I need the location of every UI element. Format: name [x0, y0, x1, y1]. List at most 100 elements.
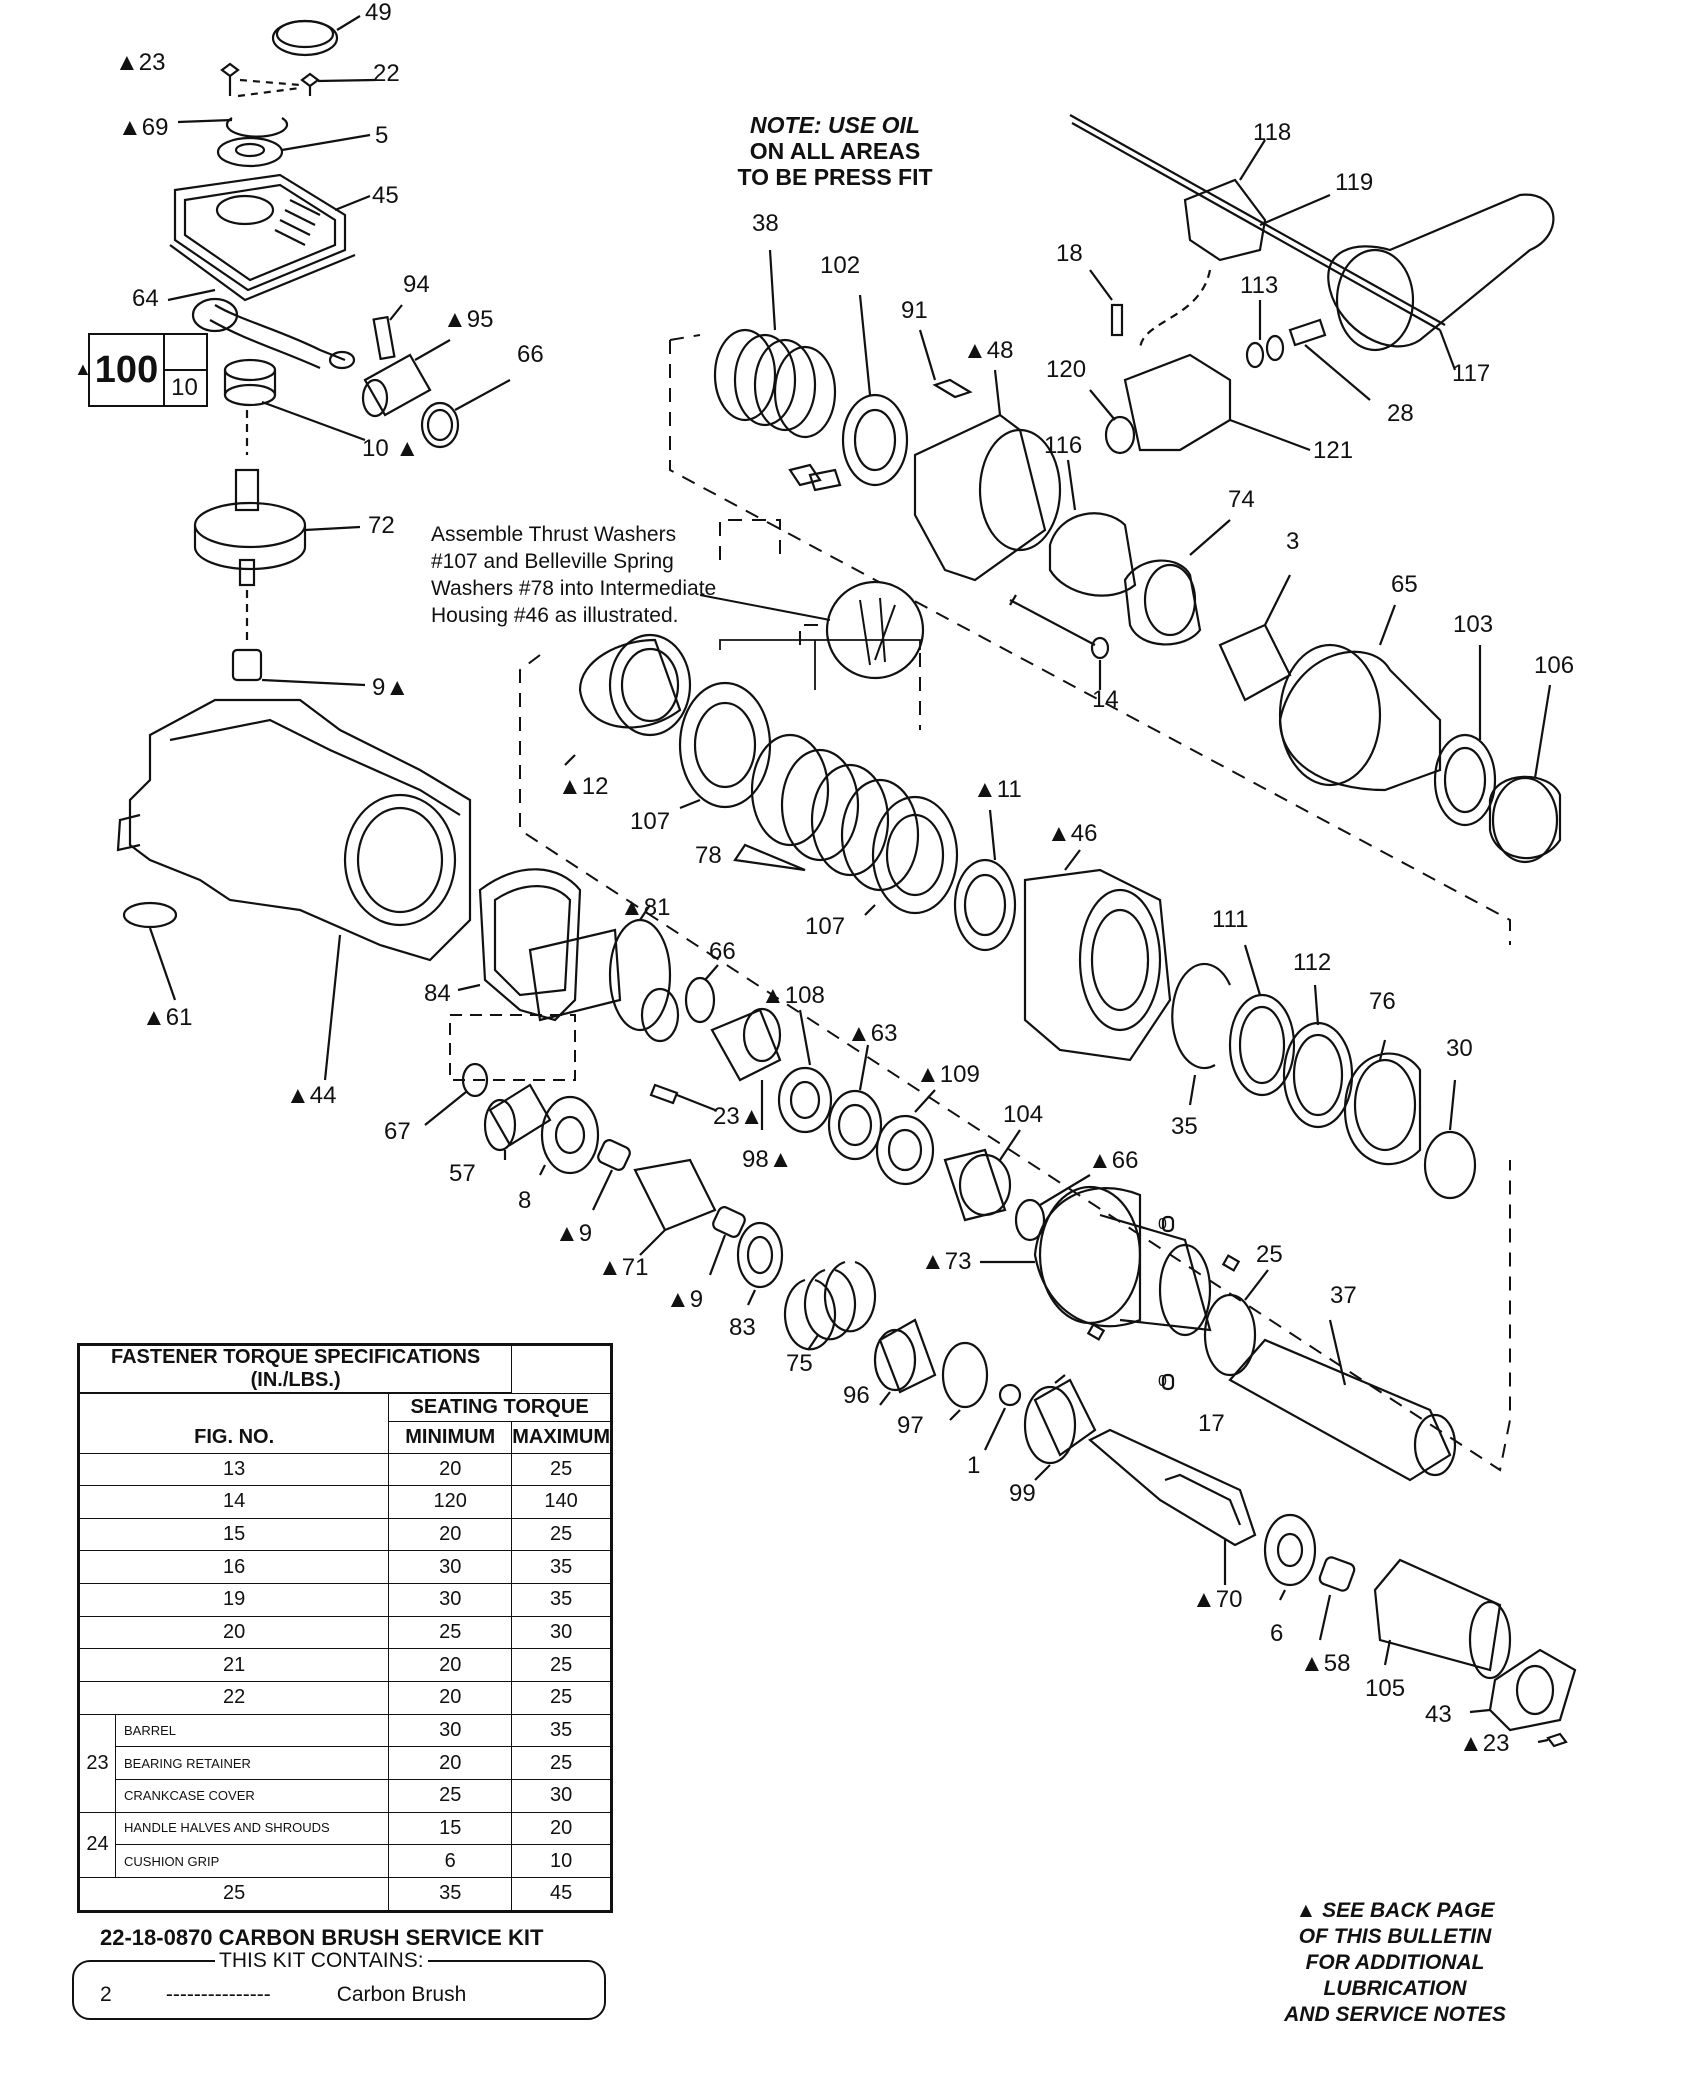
part-label: ▲69: [118, 114, 169, 141]
part-label: 75: [786, 1350, 813, 1377]
back-note-line-3: FOR ADDITIONAL: [1305, 1951, 1485, 1974]
table-row: 24 HANDLE HALVES AND SHROUDS 15 20: [78, 1811, 612, 1878]
part-37-spindle: [1228, 1338, 1452, 1482]
note-line-1: NOTE: USE OIL: [750, 112, 920, 138]
part-107-washer-b: [871, 795, 959, 915]
part-label: 106: [1534, 652, 1575, 679]
part-91-key: [932, 378, 973, 399]
part-label: 25: [1256, 1241, 1283, 1268]
part-label: 38: [752, 210, 779, 237]
part-label: 107: [805, 913, 846, 940]
fig-cell: 16: [77, 1550, 390, 1585]
part-83-washer: [736, 1221, 784, 1289]
note-line-3: TO BE PRESS FIT: [737, 164, 933, 190]
min-cell: 120: [388, 1485, 513, 1519]
part-5-bearing: [216, 136, 284, 168]
part-58-bearing: [1318, 1556, 1356, 1592]
sub-cell: HANDLE HALVES AND SHROUDS: [114, 1811, 390, 1846]
kit-title: 22-18-0870 CARBON BRUSH SERVICE KIT: [100, 1925, 544, 1950]
part-30-ring: [1423, 1130, 1477, 1200]
part-label: 49: [365, 0, 392, 26]
part-57-gear: [488, 1083, 552, 1147]
part-label: 102: [820, 252, 861, 279]
min-cell: 25: [388, 1778, 513, 1813]
part-label: 104: [1003, 1101, 1044, 1128]
part-label: ▲44: [286, 1082, 337, 1109]
kit-item-row: 2 --------------- Carbon Brush: [100, 1983, 466, 2007]
max-cell: 30: [511, 1778, 612, 1813]
part-label: 14: [1092, 686, 1119, 713]
part-78-springs: [750, 733, 920, 892]
part-108-washer: [777, 1066, 833, 1134]
part-104-anvil: [943, 1148, 1007, 1222]
min-cell: 25: [388, 1615, 513, 1650]
max-cell: 25: [511, 1746, 612, 1780]
part-label: 78: [695, 842, 722, 869]
max-cell: 25: [511, 1648, 612, 1682]
part-10-bearing: [223, 358, 277, 382]
part-100-blank-cell: [163, 333, 208, 371]
part-label: 45: [372, 182, 399, 209]
part-label: ▲11: [973, 776, 1022, 803]
back-note-line-2: OF THIS BULLETIN: [1298, 1925, 1492, 1948]
part-label: 3: [1286, 528, 1300, 555]
part-label: 28: [1387, 400, 1414, 427]
torque-spec-table: FASTENER TORQUE SPECIFICATIONS (IN./LBS.…: [77, 1343, 613, 1913]
back-note-line-5: AND SERVICE NOTES: [1284, 2003, 1506, 2026]
max-cell: 30: [511, 1615, 612, 1650]
part-label: 37: [1330, 1282, 1357, 1309]
sub-cell: BARREL: [114, 1713, 390, 1748]
part-label: ▲66: [1088, 1147, 1139, 1174]
part-45-cover: [173, 173, 347, 292]
assemble-line-4: Housing #46 as illustrated.: [431, 604, 679, 627]
part-25-ring: [1203, 1293, 1257, 1377]
part-117-handle: [1327, 193, 1555, 348]
max-cell: 25: [511, 1680, 612, 1715]
part-97-clutch: [941, 1341, 989, 1409]
part-35-ring: [1171, 962, 1231, 1070]
max-cell: 35: [511, 1713, 612, 1748]
part-label: 67: [384, 1118, 411, 1145]
part-label: ▲58: [1300, 1650, 1351, 1677]
part-label: 107: [630, 808, 671, 835]
sub-cell: BEARING RETAINER: [114, 1746, 390, 1780]
min-cell: 30: [388, 1713, 513, 1748]
part-label: 57: [449, 1160, 476, 1187]
sub-cell: CUSHION GRIP: [114, 1844, 390, 1878]
part-72-gear: [193, 501, 307, 571]
min-cell: 20: [388, 1648, 513, 1682]
part-120-screw: [1104, 415, 1136, 455]
max-cell: 35: [511, 1550, 612, 1585]
min-cell: 20: [388, 1517, 513, 1552]
assemble-line-2: #107 and Belleville Spring: [431, 550, 674, 573]
part-label: ▲48: [963, 337, 1014, 364]
fig-cell: 25: [77, 1876, 390, 1913]
part-9-bearing: [231, 648, 263, 682]
seating-header: SEATING TORQUE: [388, 1392, 612, 1422]
max-cell: 10: [511, 1844, 612, 1878]
part-label: 116: [1044, 432, 1083, 459]
part-label: 6: [1270, 1620, 1284, 1647]
part-label: 66: [709, 938, 736, 965]
part-label: 96: [843, 1382, 870, 1409]
part-121-band: [1123, 353, 1232, 452]
part-label: ▲9: [666, 1286, 704, 1313]
kit-item-dashes: ---------------: [165, 1983, 271, 2006]
part-label: ▲46: [1047, 820, 1098, 847]
part-107-washer-a: [678, 681, 772, 809]
part-label: ▲61: [142, 1004, 193, 1031]
part-46-housing: [1023, 868, 1172, 1062]
col-fig-header: FIG. NO.: [77, 1392, 390, 1454]
part-label: 23▲: [713, 1103, 764, 1130]
part-63-washer: [827, 1089, 883, 1161]
triangle-marker-icon: ▲: [74, 359, 92, 379]
col-max-header: MAXIMUM: [511, 1420, 612, 1454]
part-label: 76: [1369, 988, 1396, 1015]
part-43-retainer: [1488, 1648, 1577, 1732]
part-9-bearing-b: [597, 1139, 631, 1171]
min-cell: 20: [388, 1680, 513, 1715]
